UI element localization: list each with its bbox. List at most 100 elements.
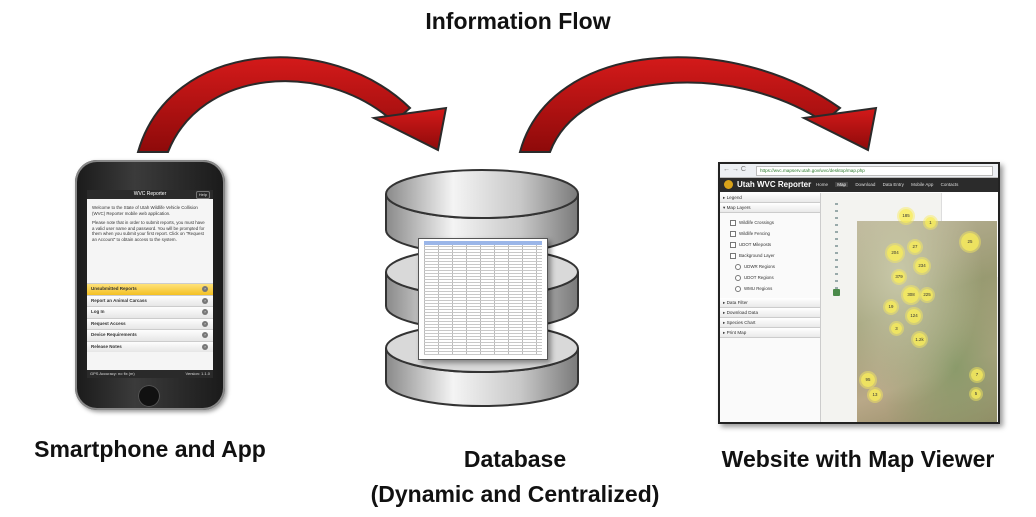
map-pin-icon[interactable]: [833, 289, 840, 296]
map-cluster-marker[interactable]: 7: [971, 369, 983, 381]
map-cluster-marker[interactable]: 185: [899, 209, 913, 223]
phone-menu-unsubmitted-reports[interactable]: Unsubmitted Reports›: [87, 283, 213, 295]
map-terrain: [857, 221, 997, 422]
phone-gps-accuracy: GPS Accuracy: no fix (m): [90, 371, 135, 376]
website-screenshot: ← → C https://wvc.mapserv.utah.gov/wvc/d…: [718, 162, 1000, 424]
map-cluster-marker[interactable]: 1.2k: [913, 333, 926, 346]
radio-icon: [735, 274, 741, 281]
database-table-screenshot: [418, 238, 548, 360]
map-cluster-marker[interactable]: 308: [903, 287, 919, 303]
phone-version: Version: 1.1.0: [185, 371, 210, 376]
map-cluster-marker[interactable]: 19: [885, 301, 897, 313]
phone-label: Smartphone and App: [34, 436, 266, 462]
region-label: UDWR Regions: [744, 264, 775, 269]
table-grid: [424, 245, 542, 355]
map-cluster-marker[interactable]: 379: [893, 271, 905, 283]
map-cluster-marker[interactable]: 124: [907, 309, 921, 323]
chevron-right-icon: ›: [202, 343, 208, 350]
table-header-row: [424, 241, 542, 245]
layer-wildlife-crossings[interactable]: Wildlife Crossings: [720, 217, 820, 228]
map-cluster-marker[interactable]: 95: [861, 373, 875, 387]
map-viewer[interactable]: Wyoming 185120427234379253081912422531.2…: [821, 193, 998, 422]
phone-menu-label: Device Requirements: [91, 332, 137, 337]
zoom-slider[interactable]: [835, 203, 838, 293]
map-sidebar: ▸ Legend ▾ Map Layers Wildlife Crossings…: [720, 193, 821, 422]
site-title: Utah WVC Reporter: [737, 180, 812, 189]
layer-background[interactable]: Background Layer: [720, 250, 820, 261]
phone-menu-report-carcass[interactable]: Report an Animal Carcass›: [87, 294, 213, 306]
map-cluster-marker[interactable]: 3: [891, 323, 902, 334]
browser-address-bar: ← → C https://wvc.mapserv.utah.gov/wvc/d…: [720, 164, 998, 178]
phone-home-button: [138, 385, 160, 407]
map-cluster-marker[interactable]: 25: [961, 233, 979, 251]
layer-wildlife-fencing[interactable]: Wildlife Fencing: [720, 228, 820, 239]
arrow-phone-to-database: [136, 56, 448, 153]
map-cluster-marker[interactable]: 13: [869, 389, 881, 401]
layer-udot-mileposts[interactable]: UDOT Mileposts: [720, 239, 820, 250]
website-label: Website with Map Viewer: [721, 446, 995, 472]
phone-screen: WVC Reporter Help Welcome to the State o…: [87, 190, 213, 378]
region-wmu[interactable]: WMU Regions: [720, 283, 820, 294]
nav-data-entry[interactable]: Data Entry: [882, 182, 904, 187]
nav-home[interactable]: Home: [816, 182, 829, 187]
diagram-title: Information Flow: [425, 8, 611, 34]
sidebar-download-data[interactable]: ▸ Download Data: [720, 308, 820, 318]
phone-note-text: Please note that in order to submit repo…: [92, 220, 205, 242]
sidebar-map-layers-label: Map Layers: [726, 205, 751, 210]
phone-menu-release-notes[interactable]: Release Notes ›: [87, 340, 213, 352]
map-cluster-marker[interactable]: 204: [887, 245, 903, 261]
checkbox-icon: [730, 252, 736, 259]
smartphone: WVC Reporter Help Welcome to the State o…: [75, 160, 225, 410]
region-udwr[interactable]: UDWR Regions: [720, 261, 820, 272]
nav-map[interactable]: Map: [835, 182, 849, 187]
phone-status-bar: GPS Accuracy: no fix (m) Version: 1.1.0: [87, 370, 213, 378]
sidebar-map-layers[interactable]: ▾ Map Layers: [720, 203, 820, 213]
checkbox-icon: [730, 241, 736, 248]
database-label: Database: [463, 446, 567, 472]
browser-url[interactable]: https://wvc.mapserv.utah.gov/wvc/desktop…: [756, 166, 993, 176]
database-sublabel: (Dynamic and Centralized): [370, 481, 660, 507]
database-icon: [382, 160, 582, 410]
map-cluster-marker[interactable]: 234: [915, 259, 929, 273]
phone-app-header: WVC Reporter Help: [87, 190, 213, 199]
phone-menu-label: Release Notes: [91, 343, 122, 349]
sidebar-species-chart[interactable]: ▸ Species Chart: [720, 318, 820, 328]
chevron-right-icon: ›: [202, 332, 208, 338]
phone-menu-device-requirements[interactable]: Device Requirements ›: [87, 329, 213, 341]
arrow-database-to-website: [518, 56, 878, 153]
region-label: WMU Regions: [744, 286, 773, 291]
nav-contacts[interactable]: Contacts: [940, 182, 959, 187]
layer-label: Background Layer: [739, 253, 775, 258]
region-udot[interactable]: UDOT Regions: [720, 272, 820, 283]
sidebar-legend[interactable]: ▸ Legend: [720, 193, 820, 203]
phone-menu-label: Log In: [91, 309, 105, 314]
sidebar-data-filter[interactable]: ▸ Data Filter: [720, 298, 820, 308]
map-cluster-marker[interactable]: 27: [909, 241, 921, 253]
phone-intro: Welcome to the State of Utah Wildlife Ve…: [87, 199, 213, 283]
phone-menu-log-in[interactable]: Log In›: [87, 306, 213, 318]
chevron-right-icon: ›: [202, 320, 208, 327]
phone-app-title: WVC Reporter: [133, 191, 167, 197]
phone-menu-request-access[interactable]: Request Access›: [87, 317, 213, 329]
nav-mobile-app[interactable]: Mobile App: [911, 182, 934, 187]
map-cluster-marker[interactable]: 1: [925, 217, 936, 228]
checkbox-icon: [730, 219, 736, 226]
radio-icon: [735, 285, 741, 292]
sidebar-section-label: Download Data: [726, 310, 759, 315]
radio-icon: [735, 263, 741, 270]
phone-welcome-text: Welcome to the State of Utah Wildlife Ve…: [92, 205, 198, 216]
nav-download[interactable]: Download: [855, 182, 876, 187]
chevron-right-icon: ›: [202, 297, 208, 304]
phone-help-button[interactable]: Help: [195, 191, 210, 199]
checkbox-icon: [730, 230, 736, 237]
layer-label: Wildlife Fencing: [739, 231, 770, 236]
phone-menu-label: Unsubmitted Reports: [91, 286, 137, 291]
map-cluster-marker[interactable]: 5: [971, 389, 981, 399]
map-cluster-marker[interactable]: 225: [921, 289, 933, 301]
sidebar-print-map[interactable]: ▸ Print Map: [720, 328, 820, 338]
sidebar-legend-label: Legend: [726, 195, 742, 200]
sidebar-section-label: Data Filter: [726, 300, 748, 305]
site-header: Utah WVC Reporter Home Map Download Data…: [720, 178, 998, 192]
browser-nav-icons[interactable]: ← → C: [723, 166, 746, 173]
